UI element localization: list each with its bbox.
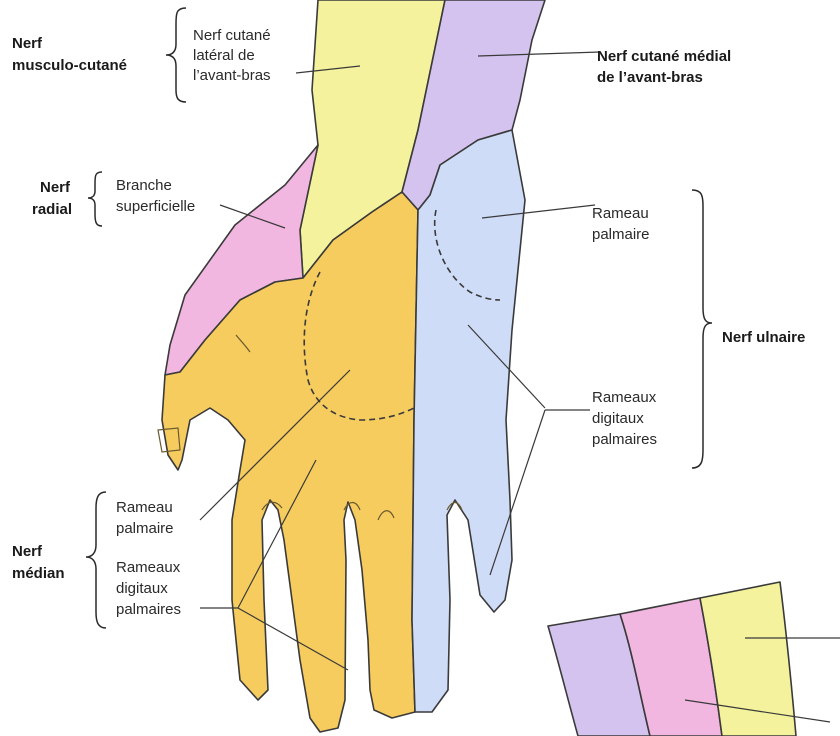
label-median-rameaux-digitaux: digitaux: [116, 580, 168, 597]
label-nerf-radial: radial: [32, 201, 72, 218]
label-cut-medial: de l’avant-bras: [597, 69, 703, 86]
label-ulnar-rameaux-digitaux: Rameaux: [592, 389, 657, 406]
label-ulnar-rameaux-digitaux: digitaux: [592, 410, 644, 427]
label-branche-superficielle: Branche: [116, 177, 172, 194]
label-ulnar-rameau-palmaire: Rameau: [592, 205, 649, 222]
inset-dermatomes: [548, 582, 840, 736]
label-ulnar-rameaux-digitaux: palmaires: [592, 431, 657, 448]
label-nerf-median: médian: [12, 565, 65, 582]
label-nerf-ulnaire: Nerf ulnaire: [722, 329, 805, 346]
brace-radial: [88, 172, 102, 226]
label-nerf-radial: Nerf: [40, 179, 71, 196]
label-nerf-musculo: Nerf: [12, 35, 43, 52]
label-median-rameau-palmaire: palmaire: [116, 520, 174, 537]
label-cut-medial: Nerf cutané médial: [597, 48, 731, 65]
label-nerf-median: Nerf: [12, 543, 43, 560]
brace-ulnaire: [692, 190, 712, 468]
brace-musculo: [166, 8, 186, 102]
label-median-rameaux-digitaux: Rameaux: [116, 559, 181, 576]
brace-median: [86, 492, 106, 628]
label-cut-lateral: Nerf cutané: [193, 27, 271, 44]
label-median-rameaux-digitaux: palmaires: [116, 601, 181, 618]
label-cut-lateral: l’avant-bras: [193, 67, 271, 84]
label-nerf-musculo: musculo-cutané: [12, 57, 127, 74]
label-ulnar-rameau-palmaire: palmaire: [592, 226, 650, 243]
label-branche-superficielle: superficielle: [116, 198, 195, 215]
label-cut-lateral: latéral de: [193, 47, 255, 64]
region-ulnaire: [412, 130, 525, 712]
label-median-rameau-palmaire: Rameau: [116, 499, 173, 516]
